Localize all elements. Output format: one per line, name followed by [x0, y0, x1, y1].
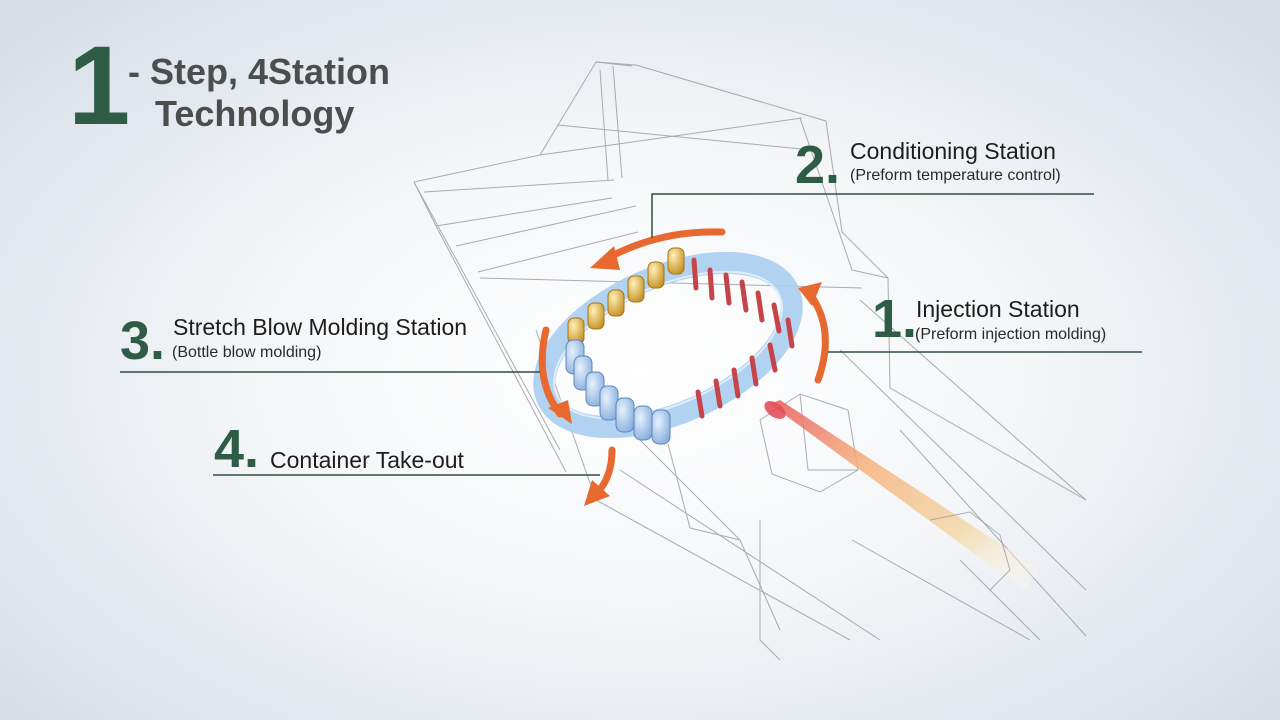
- station-2-name: Conditioning Station: [850, 138, 1056, 164]
- station-2-number: 2.: [795, 135, 841, 195]
- machine-wireframe: [413, 61, 1087, 661]
- injection-nozzle: [764, 400, 1040, 591]
- station-1-detail: (Preform injection molding): [915, 326, 1107, 343]
- station-3-name: Stretch Blow Molding Station: [173, 314, 468, 340]
- station-1-number: 1.: [872, 289, 918, 349]
- injected-preforms: [691, 257, 795, 419]
- title-line-2: Technology: [155, 93, 355, 134]
- station-4-number: 4.: [214, 419, 260, 479]
- title-line-1: - Step, 4Station: [128, 51, 391, 92]
- blown-bottles: [565, 339, 671, 445]
- flow-arrowheads: [548, 246, 822, 506]
- title-number: 1: [68, 23, 130, 148]
- station-3-number: 3.: [120, 311, 166, 371]
- station-3-detail: (Bottle blow molding): [172, 344, 322, 361]
- station-1-name: Injection Station: [916, 296, 1080, 322]
- leader-lines: [120, 193, 1142, 476]
- conditioned-preforms: [567, 247, 685, 345]
- station-4-name: Container Take-out: [270, 447, 464, 473]
- station-2-detail: (Preform temperature control): [850, 167, 1061, 184]
